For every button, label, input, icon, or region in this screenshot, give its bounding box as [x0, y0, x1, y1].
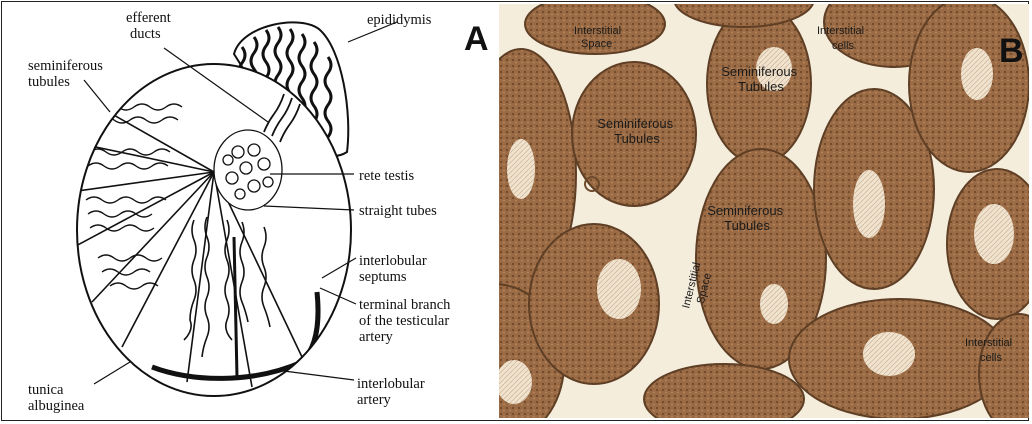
- rete-testis-network: [214, 130, 282, 210]
- seminiferous-tubules-label: seminiferous tubules: [28, 58, 107, 90]
- rete-testis-label: rete testis: [359, 168, 415, 184]
- straight-tubes-label: straight tubes: [359, 203, 437, 219]
- efferent-ducts-label: efferent ducts: [126, 10, 174, 42]
- tunica-albuginea-label: tunica albuginea: [28, 382, 85, 414]
- interlobular-septums-label: interlobular septums: [359, 253, 430, 285]
- panel-b-letter: B: [999, 32, 1024, 70]
- panel-b-histology-micrograph: Interstitial Space Interstitial cells B …: [499, 4, 1029, 418]
- terminal-branch-label: terminal branch of the testicular artery: [359, 297, 454, 345]
- panel-a-testis-diagram: efferent ducts epididymis A seminiferous…: [2, 2, 496, 422]
- epididymis-label: epididymis: [367, 12, 432, 28]
- interlobular-artery-label: interlobular artery: [357, 376, 428, 408]
- panel-a-letter: A: [464, 20, 489, 58]
